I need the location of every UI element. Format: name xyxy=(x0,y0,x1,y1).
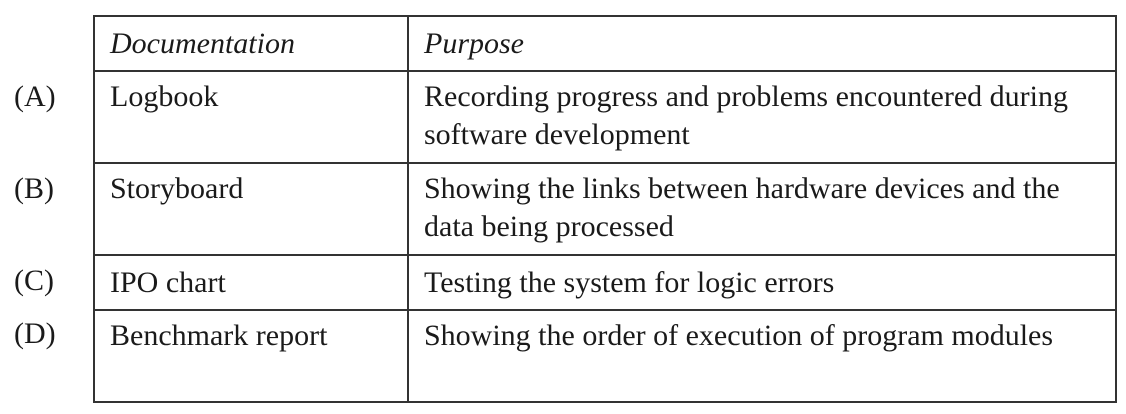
table-row: Logbook Recording progress and problems … xyxy=(93,70,1117,164)
documentation-cell: IPO chart xyxy=(93,254,409,311)
header-purpose: Purpose xyxy=(407,15,1117,72)
purpose-cell: Recording progress and problems encounte… xyxy=(407,70,1117,164)
table-row: Storyboard Showing the links between har… xyxy=(93,162,1117,256)
table-row: IPO chart Testing the system for logic e… xyxy=(93,254,1117,311)
purpose-cell: Showing the order of execution of progra… xyxy=(407,309,1117,403)
option-label-a: (A) xyxy=(14,80,56,113)
option-label-b: (B) xyxy=(14,172,54,205)
table-row: Benchmark report Showing the order of ex… xyxy=(93,309,1117,403)
documentation-table: Documentation Purpose Logbook Recording … xyxy=(93,15,1117,403)
purpose-cell: Testing the system for logic errors xyxy=(407,254,1117,311)
table-header-row: Documentation Purpose xyxy=(93,15,1117,72)
option-label-d: (D) xyxy=(14,317,56,350)
purpose-cell: Showing the links between hardware devic… xyxy=(407,162,1117,256)
documentation-cell: Logbook xyxy=(93,70,409,164)
documentation-cell: Storyboard xyxy=(93,162,409,256)
option-labels: (A) (B) (C) (D) xyxy=(0,0,90,414)
option-label-c: (C) xyxy=(14,264,54,297)
header-documentation: Documentation xyxy=(93,15,409,72)
documentation-cell: Benchmark report xyxy=(93,309,409,403)
